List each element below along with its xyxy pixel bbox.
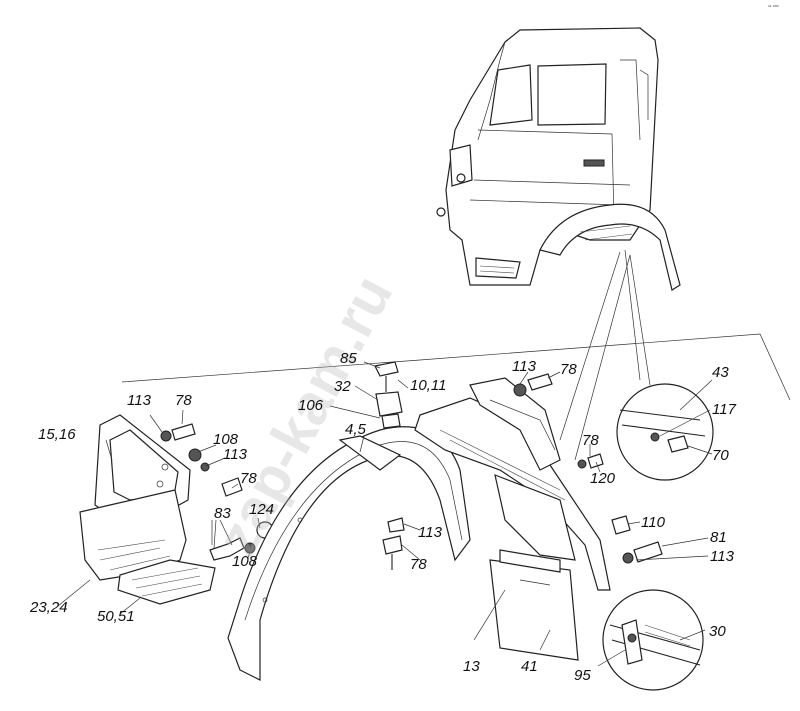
callout-78-b: 78 bbox=[240, 470, 257, 487]
callout-78-a: 78 bbox=[175, 392, 192, 409]
callout-124: 124 bbox=[249, 501, 274, 518]
mud-flap bbox=[489, 549, 579, 661]
truck-cab bbox=[436, 27, 681, 291]
callout-110: 110 bbox=[641, 514, 666, 531]
callout-13: 13 bbox=[463, 658, 480, 675]
callout-labels: 15,16 113 78 108 113 78 83 124 108 23,24… bbox=[29, 350, 737, 684]
callout-113-d: 113 bbox=[512, 358, 537, 375]
callout-50-51: 50,51 bbox=[97, 608, 135, 625]
callout-113-b: 113 bbox=[223, 446, 248, 463]
callout-32: 32 bbox=[334, 378, 351, 395]
watermark: zap-kam.ru bbox=[204, 265, 405, 566]
rear-fender bbox=[414, 377, 611, 591]
callout-70: 70 bbox=[712, 447, 729, 464]
step-bracket-assembly bbox=[79, 414, 274, 605]
callout-108-a: 108 bbox=[213, 431, 239, 448]
callout-108-b: 108 bbox=[232, 553, 258, 570]
callout-78-c: 78 bbox=[410, 556, 427, 573]
leader-lines bbox=[57, 361, 713, 667]
callout-113-e: 113 bbox=[710, 548, 735, 565]
callout-78-e: 78 bbox=[582, 432, 599, 449]
central-mudguard bbox=[227, 426, 471, 681]
callout-95: 95 bbox=[574, 667, 591, 684]
callout-41: 41 bbox=[521, 658, 538, 675]
callout-23-24: 23,24 bbox=[29, 599, 68, 616]
callout-81: 81 bbox=[710, 529, 727, 546]
callout-10-11: 10,11 bbox=[410, 377, 446, 394]
frame-lines bbox=[121, 249, 791, 461]
detail-circle-bracket bbox=[602, 589, 704, 691]
callout-15-16: 15,16 bbox=[38, 426, 76, 443]
callout-43: 43 bbox=[712, 364, 729, 381]
callout-4-5: 4,5 bbox=[345, 421, 367, 438]
detail-circle-mount bbox=[616, 383, 714, 481]
callout-120: 120 bbox=[590, 470, 616, 487]
bolt-cluster-top bbox=[374, 361, 405, 570]
callout-117: 117 bbox=[712, 401, 737, 418]
callout-106: 106 bbox=[298, 397, 324, 414]
callout-83: 83 bbox=[214, 505, 231, 522]
callout-30: 30 bbox=[709, 623, 726, 640]
callout-85: 85 bbox=[340, 350, 357, 367]
callout-113-c: 113 bbox=[418, 524, 443, 541]
fender-hardware bbox=[513, 373, 663, 564]
callout-113-a: 113 bbox=[127, 392, 152, 409]
callout-78-d: 78 bbox=[560, 361, 577, 378]
corner-mark: ⁿ¹ ᵒᵒᵒ bbox=[768, 4, 779, 10]
